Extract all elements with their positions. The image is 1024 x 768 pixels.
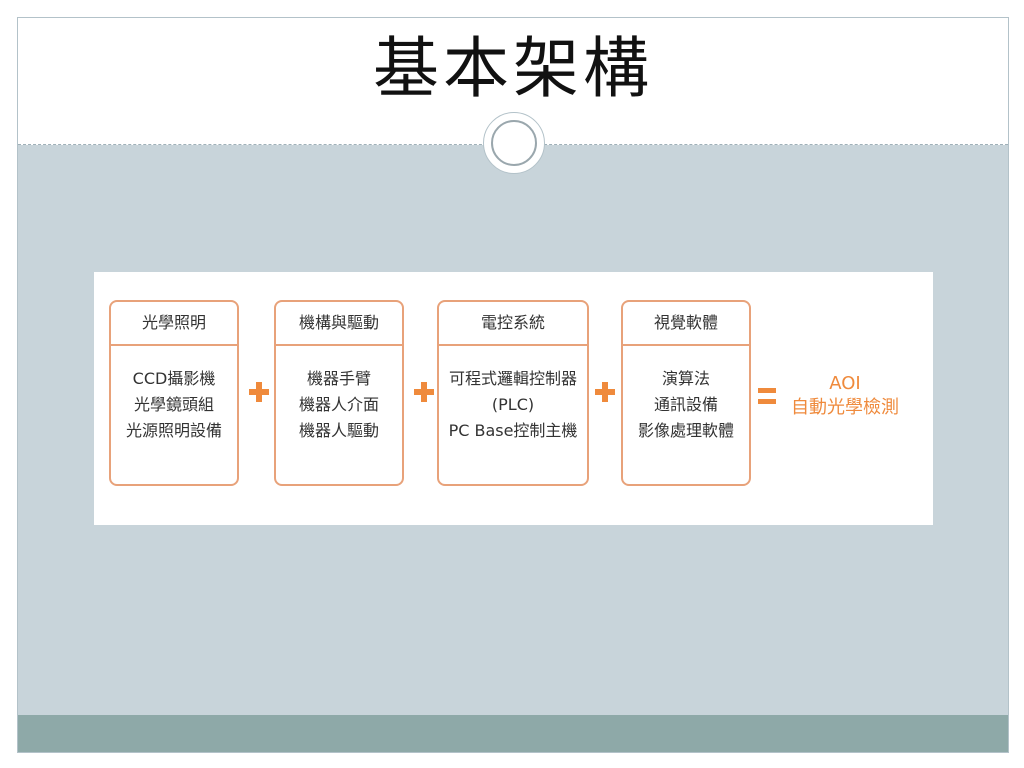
box-header: 光學照明 bbox=[111, 302, 237, 346]
box-item: 可程式邏輯控制器 bbox=[448, 369, 577, 388]
box-header: 視覺軟體 bbox=[623, 302, 749, 346]
box-item: 光學鏡頭組 bbox=[133, 395, 214, 414]
component-box-vision-software: 視覺軟體 演算法 通訊設備 影像處理軟體 bbox=[621, 300, 751, 486]
box-item: 機器人驅動 bbox=[298, 421, 379, 440]
slide-title: 基本架構 bbox=[373, 30, 653, 107]
box-header: 機構與驅動 bbox=[276, 302, 402, 346]
box-item: 機器手臂 bbox=[306, 369, 371, 388]
box-item: 光源照明設備 bbox=[125, 421, 222, 440]
box-item: 影像處理軟體 bbox=[637, 421, 734, 440]
box-item: 機器人介面 bbox=[298, 395, 379, 414]
result-line: AOI bbox=[829, 373, 861, 394]
plus-icon bbox=[249, 382, 269, 402]
box-item: PC Base控制主機 bbox=[448, 421, 578, 440]
box-body: 機器手臂 機器人介面 機器人驅動 bbox=[276, 346, 402, 444]
box-item: (PLC) bbox=[491, 395, 535, 414]
component-box-mechanism: 機構與驅動 機器手臂 機器人介面 機器人驅動 bbox=[274, 300, 404, 486]
box-body: CCD攝影機 光學鏡頭組 光源照明設備 bbox=[111, 346, 237, 444]
plus-icon bbox=[595, 382, 615, 402]
box-body: 可程式邏輯控制器 (PLC) PC Base控制主機 bbox=[439, 346, 587, 444]
box-item: CCD攝影機 bbox=[132, 369, 216, 388]
box-body: 演算法 通訊設備 影像處理軟體 bbox=[623, 346, 749, 444]
component-box-control: 電控系統 可程式邏輯控制器 (PLC) PC Base控制主機 bbox=[437, 300, 589, 486]
box-item: 通訊設備 bbox=[653, 395, 718, 414]
result-label: AOI 自動光學檢測 bbox=[780, 372, 910, 420]
inner-ring-icon bbox=[491, 120, 537, 166]
result-line: 自動光學檢測 bbox=[791, 397, 899, 418]
slide: 基本架構 光學照明 CCD攝影機 光學鏡頭組 光源照明設備 機構與驅動 機器手臂… bbox=[17, 17, 1009, 753]
architecture-diagram: 光學照明 CCD攝影機 光學鏡頭組 光源照明設備 機構與驅動 機器手臂 機器人介… bbox=[94, 272, 933, 525]
box-header: 電控系統 bbox=[439, 302, 587, 346]
plus-icon bbox=[414, 382, 434, 402]
equals-icon bbox=[758, 388, 776, 404]
component-box-optics: 光學照明 CCD攝影機 光學鏡頭組 光源照明設備 bbox=[109, 300, 239, 486]
footer-band bbox=[18, 715, 1008, 752]
title-divider-circle-icon bbox=[483, 112, 545, 174]
box-item: 演算法 bbox=[661, 369, 710, 388]
